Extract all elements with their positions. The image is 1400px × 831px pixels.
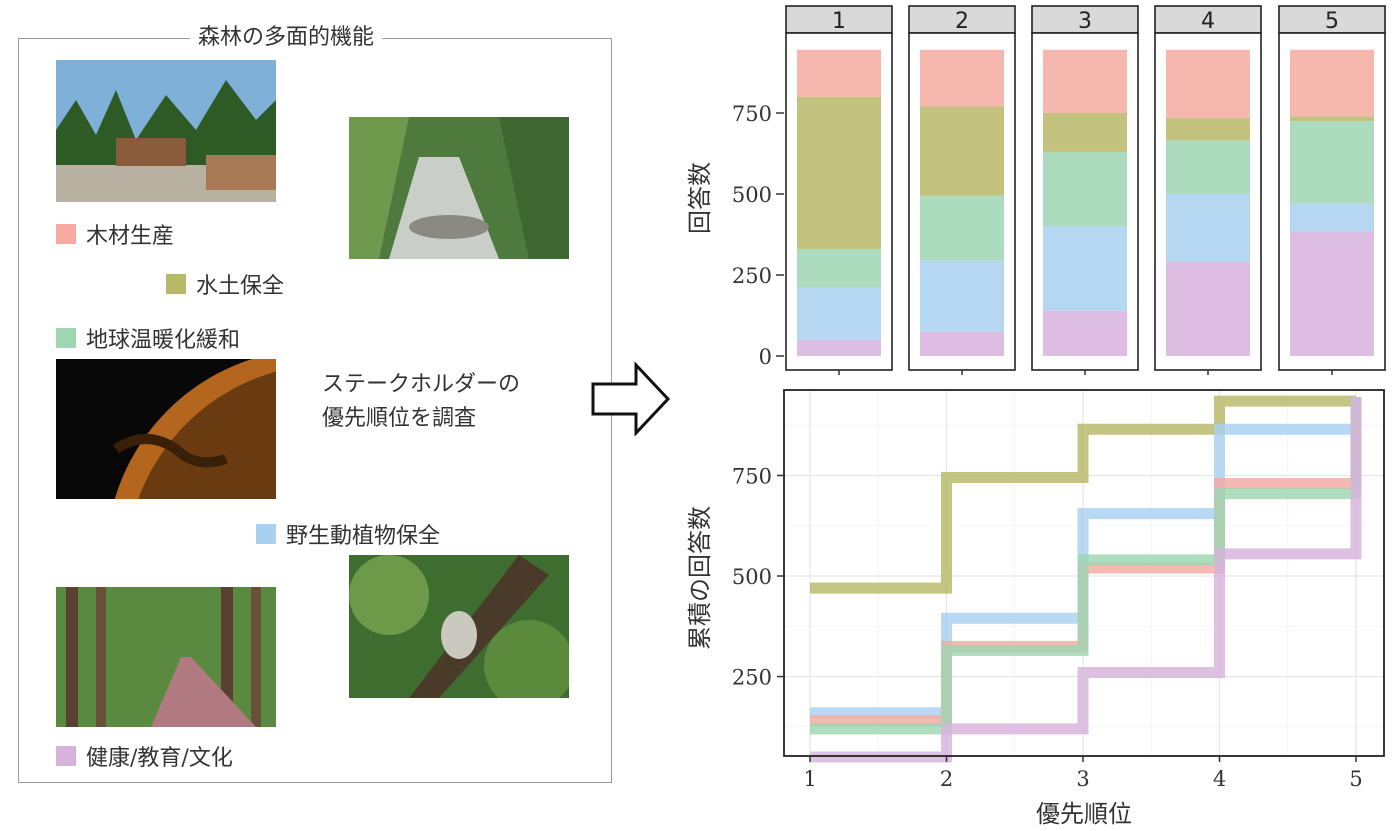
photo-forest-path	[56, 587, 276, 727]
photo-river	[349, 117, 569, 259]
legend-item-wildlife: 野生動植物保全	[256, 518, 440, 550]
bar-segment	[1043, 49, 1127, 113]
bar-segment	[1166, 117, 1250, 141]
facet-strip	[785, 5, 893, 34]
bar-y-tick-label: 0	[759, 345, 772, 369]
swatch-wildlife	[256, 524, 276, 544]
bar-y-axis-title: 回答数	[686, 162, 714, 234]
bar-segment	[920, 195, 1004, 261]
bar-y-tick-label: 250	[732, 264, 772, 288]
bar-segment	[797, 249, 881, 288]
legend-label-wood: 木材生産	[86, 224, 175, 249]
photo-earth	[56, 359, 276, 499]
bar-segment	[920, 260, 1004, 332]
facet-strip	[1031, 5, 1139, 34]
line-x-axis-title: 優先順位	[1036, 800, 1132, 828]
photo-logging	[56, 60, 276, 202]
swatch-health	[56, 746, 76, 766]
step-line	[810, 397, 1362, 763]
bar-segment	[1290, 49, 1374, 117]
legend-title: 森林の多面的機能	[190, 24, 383, 52]
line-y-axis-title: 累積の回答数	[686, 506, 714, 650]
legend-label-climate: 地球温暖化緩和	[86, 328, 241, 353]
step-line	[810, 397, 1362, 735]
facet-label: 1	[832, 9, 846, 34]
facet-label: 3	[1078, 9, 1092, 34]
survey-line-1: ステークホルダーの	[322, 372, 521, 397]
bar-segment	[797, 49, 881, 97]
facet-strip	[1154, 5, 1262, 34]
survey-caption: ステークホルダーの 優先順位を調査	[322, 368, 520, 436]
line-x-tick-label: 5	[1349, 767, 1362, 791]
bar-segment	[1166, 194, 1250, 263]
swatch-soil	[166, 274, 186, 294]
legend-item-soil: 水土保全	[166, 268, 284, 300]
photo-owl	[349, 555, 569, 698]
line-x-tick-label: 4	[1213, 767, 1226, 791]
legend-label-soil: 水土保全	[196, 274, 285, 299]
bar-segment	[1166, 262, 1250, 356]
legend-item-health: 健康/教育/文化	[56, 740, 233, 772]
bar-segment	[920, 106, 1004, 196]
legend-item-wood: 木材生産	[56, 218, 174, 250]
bar-segment	[1043, 226, 1127, 311]
bar-segment	[920, 331, 1004, 356]
bar-segment	[920, 49, 1004, 107]
bar-segment	[1043, 151, 1127, 227]
line-y-tick-label: 500	[732, 565, 772, 589]
line-y-tick-label: 250	[732, 666, 772, 690]
bar-y-tick-label: 500	[732, 183, 772, 207]
bar-segment	[1043, 310, 1127, 356]
line-panel-border	[783, 389, 1385, 757]
swatch-climate	[56, 328, 76, 348]
bar-segment	[1290, 121, 1374, 204]
bar-segment	[1290, 116, 1374, 122]
bar-segment	[797, 339, 881, 356]
bar-segment	[1166, 49, 1250, 118]
line-x-tick-label: 3	[1076, 767, 1089, 791]
legend-label-wildlife: 野生動植物保全	[286, 524, 441, 549]
line-y-tick-label: 750	[732, 464, 772, 488]
step-line	[810, 395, 1362, 594]
legend-label-health: 健康/教育/文化	[86, 746, 233, 771]
survey-line-2: 優先順位を調査	[322, 406, 477, 431]
bar-segment	[797, 287, 881, 340]
facet-label: 5	[1325, 9, 1339, 34]
bar-segment	[1290, 231, 1374, 356]
bar-segment	[797, 96, 881, 250]
facet-strip	[1278, 5, 1386, 34]
arrow-right-icon	[591, 362, 671, 436]
line-x-tick-label: 1	[803, 767, 816, 791]
swatch-wood	[56, 224, 76, 244]
bar-segment	[1166, 140, 1250, 194]
bar-y-tick-label: 750	[732, 102, 772, 126]
line-x-tick-label: 2	[940, 767, 953, 791]
bar-segment	[1043, 113, 1127, 152]
legend-item-climate: 地球温暖化緩和	[56, 322, 240, 354]
facet-label: 4	[1201, 9, 1215, 34]
facet-label: 2	[955, 9, 969, 34]
bar-segment	[1290, 203, 1374, 232]
